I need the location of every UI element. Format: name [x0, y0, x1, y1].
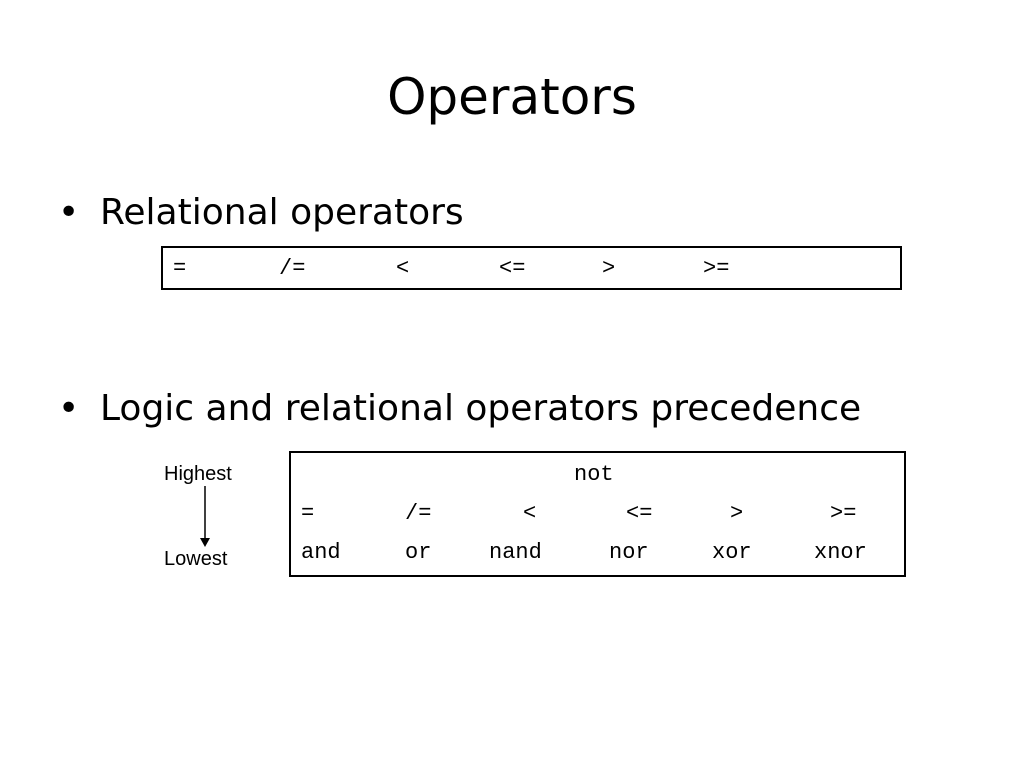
precedence-not: not	[574, 462, 614, 487]
precedence-less-than: <	[523, 501, 537, 526]
precedence-or: or	[405, 540, 432, 565]
precedence-nand: nand	[489, 540, 542, 565]
precedence-less-equal: <=	[626, 501, 653, 526]
precedence-nor: nor	[609, 540, 649, 565]
bullet-dot-icon: •	[58, 388, 80, 429]
operator-equal: =	[173, 256, 187, 281]
lowest-label: Lowest	[164, 548, 228, 570]
bullet-relational-operators: • Relational operators	[58, 191, 464, 235]
precedence-greater-equal: >=	[830, 501, 857, 526]
bullet-precedence: • Logic and relational operators preceden…	[58, 387, 861, 431]
bullet-dot-icon: •	[58, 192, 80, 233]
down-arrow-icon	[200, 486, 210, 547]
operator-greater-than: >	[602, 256, 616, 281]
precedence-equal: =	[301, 501, 315, 526]
precedence-xor: xor	[712, 540, 752, 565]
slide-title: Operators	[387, 68, 637, 126]
bullet-text: Relational operators	[100, 192, 464, 233]
operator-not-equal: /=	[279, 256, 306, 281]
operator-greater-equal: >=	[703, 256, 730, 281]
precedence-xnor: xnor	[814, 540, 867, 565]
operator-less-than: <	[396, 256, 410, 281]
precedence-greater-than: >	[730, 501, 744, 526]
precedence-not-equal: /=	[405, 501, 432, 526]
bullet-text: Logic and relational operators precedenc…	[100, 388, 862, 429]
relational-operators-box: = /= < <= > >=	[161, 246, 902, 290]
precedence-and: and	[301, 540, 341, 565]
precedence-table: not = /= < <= > >= and or nand nor xor x…	[289, 451, 906, 577]
operator-less-equal: <=	[499, 256, 526, 281]
highest-label: Highest	[164, 463, 232, 485]
